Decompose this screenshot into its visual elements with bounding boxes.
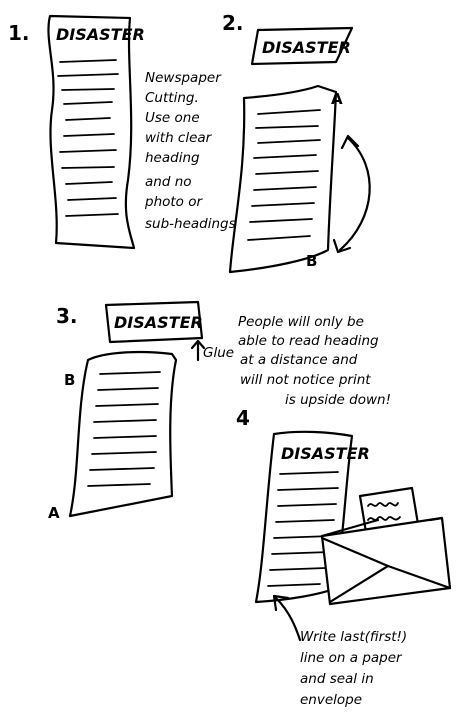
step-1-note-line: Newspaper <box>145 70 222 86</box>
step-1-note-line: Use one <box>145 110 200 126</box>
step-3-label-a: A <box>48 504 60 522</box>
step-4-note-line: envelope <box>300 692 362 708</box>
step-1-number: 1. <box>8 21 30 45</box>
step-4-pointer-arrow <box>276 598 300 640</box>
step-4-number: 4 <box>236 406 250 430</box>
step-4-envelope-note: Write last(first!) line on a paper and s… <box>300 629 412 708</box>
step-4: 4 DISASTER Write last(first!) line on <box>236 406 450 708</box>
step-2: 2. DISASTER A B <box>222 11 370 272</box>
step-1-newspaper-cutting <box>48 16 134 248</box>
step-3-note-line: at a distance and <box>240 352 358 368</box>
step-1-note-line: heading <box>145 150 200 166</box>
step-1-heading: DISASTER <box>56 25 145 44</box>
step-4-note-line: and seal in <box>300 671 374 687</box>
step-4-heading: DISASTER <box>281 444 370 463</box>
step-2-heading: DISASTER <box>262 38 351 57</box>
step-2-flip-arrow <box>340 138 370 250</box>
step-2-newspaper-body <box>230 86 336 272</box>
step-4-note-line: Write last(first!) <box>300 629 407 645</box>
step-1-note-line: Cutting. <box>145 90 199 106</box>
step-3-note-line: People will only be <box>238 314 364 330</box>
step-3-heading: DISASTER <box>114 313 203 332</box>
step-1-note-line: sub-headings <box>145 216 236 232</box>
step-3-glue-label: Glue <box>203 345 234 361</box>
step-3-note-line: able to read heading <box>238 333 379 349</box>
step-3-note: People will only be able to read heading… <box>238 314 391 408</box>
step-2-number: 2. <box>222 11 244 35</box>
step-1-note-line: and no <box>145 174 192 190</box>
step-3-label-b: B <box>64 371 75 389</box>
step-3-note-line: will not notice print <box>240 372 371 388</box>
step-3-inverted-body <box>70 352 176 516</box>
step-3-number: 3. <box>56 304 78 328</box>
step-1: 1. DISASTER Newspaper Cutting. Use one w… <box>8 16 236 248</box>
step-2-label-a: A <box>331 90 343 108</box>
step-1-note: Newspaper Cutting. Use one with clear he… <box>144 70 236 232</box>
step-1-note-line: photo or <box>144 194 203 210</box>
step-4-note-line: line on a paper <box>300 650 403 666</box>
step-3-note-line: is upside down! <box>285 392 391 408</box>
step-1-note-line: with clear <box>145 130 213 146</box>
step-2-label-b: B <box>306 252 317 270</box>
